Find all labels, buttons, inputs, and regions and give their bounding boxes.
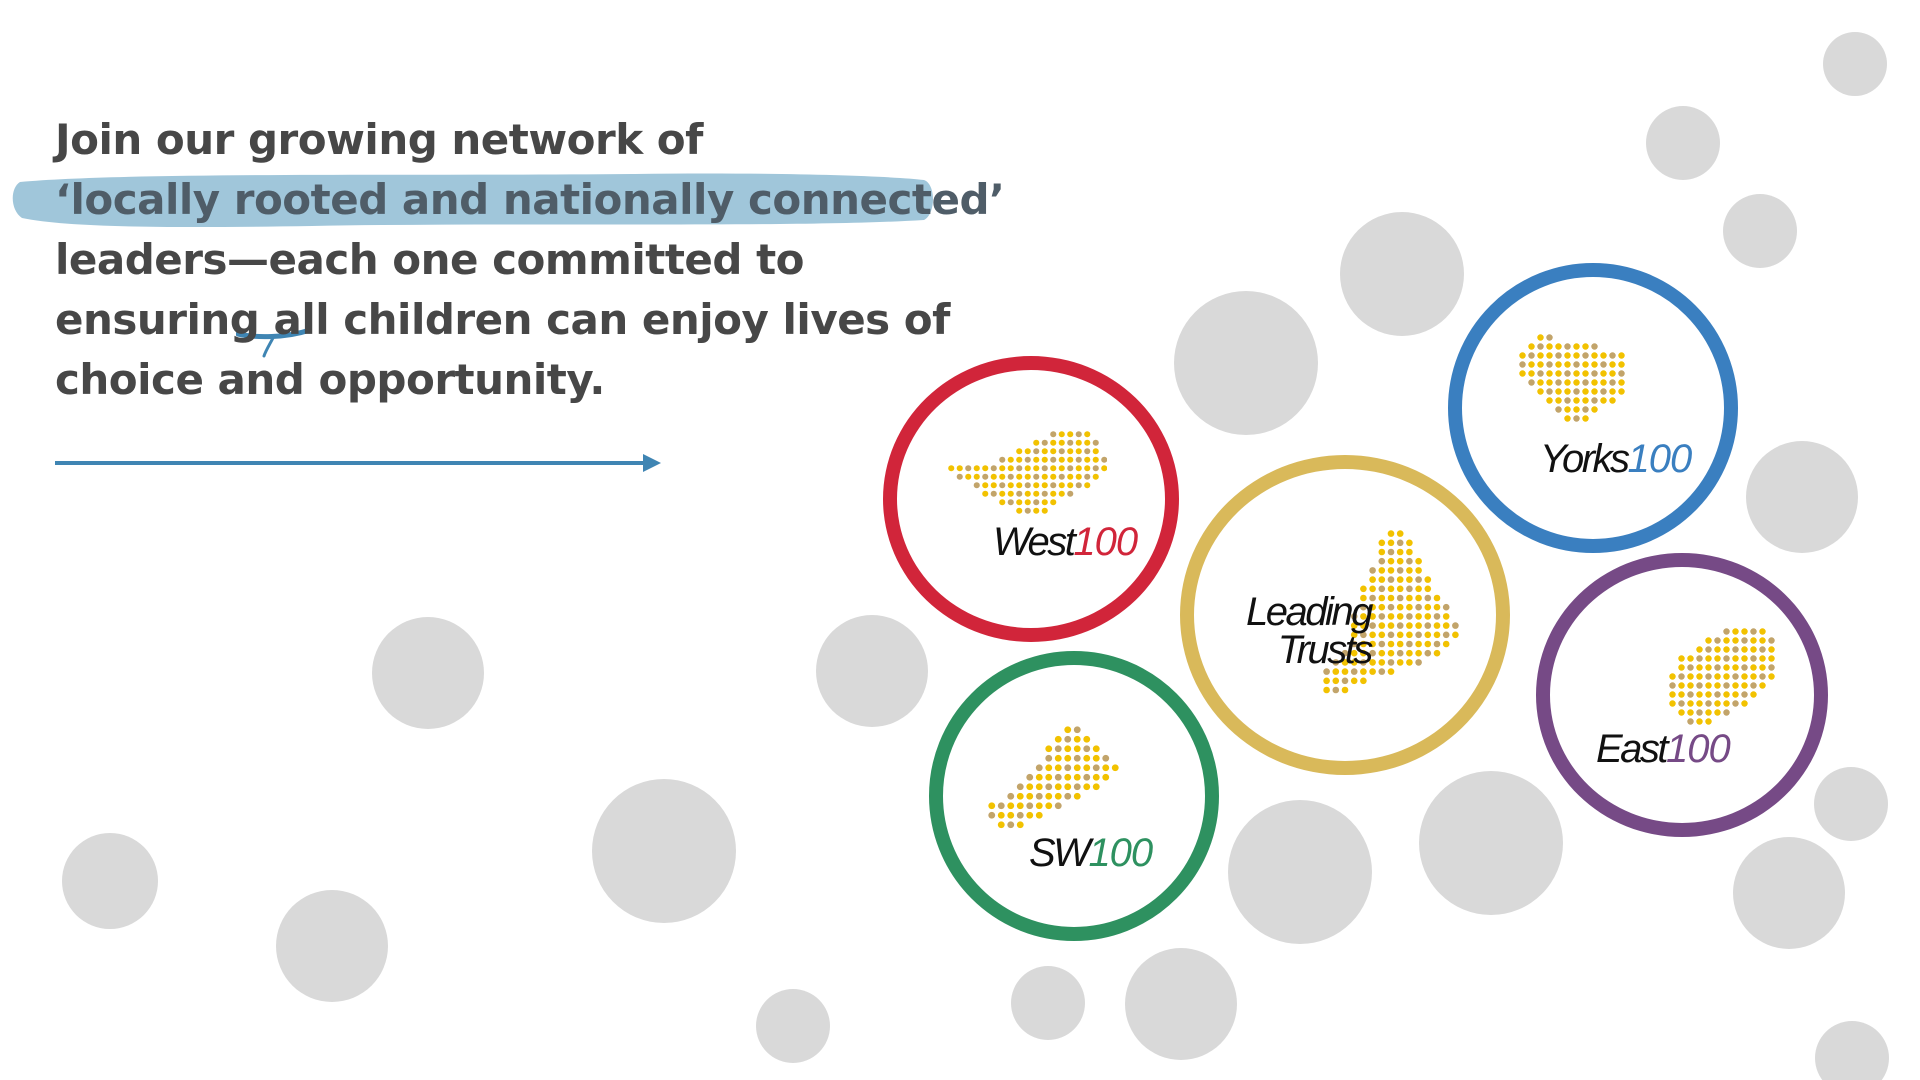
intro-line-4: ensuring all children can enjoy lives of (55, 290, 955, 350)
leading-trusts-line-1: Leading (1246, 590, 1373, 634)
bubble (1011, 966, 1085, 1040)
sw100-label: SW100 (1029, 831, 1153, 876)
leading-trusts-badge[interactable]: Leading Trusts (1180, 455, 1510, 775)
bubble (1723, 194, 1797, 268)
yorks100-name: Yorks (1540, 437, 1630, 481)
yorks-region-map-icon (1519, 334, 1625, 422)
bubble (1815, 1021, 1889, 1080)
sw100-badge[interactable]: SW100 (929, 651, 1219, 941)
south-west-region-map-icon (988, 726, 1119, 829)
bubble (62, 833, 158, 929)
bubble (1125, 948, 1237, 1060)
west-region-map-icon (948, 431, 1107, 514)
bubble (1646, 106, 1720, 180)
west100-badge[interactable]: West100 (883, 356, 1179, 642)
west100-label: West100 (993, 520, 1138, 565)
bubble (1174, 291, 1318, 435)
bubble (1228, 800, 1372, 944)
bubble (372, 617, 484, 729)
bubble (1419, 771, 1563, 915)
yorks100-badge[interactable]: Yorks100 (1448, 263, 1738, 553)
bubble (276, 890, 388, 1002)
intro-line-4-start: ensuring (55, 295, 274, 344)
sw100-number: 100 (1088, 831, 1153, 875)
east100-label: East100 (1596, 727, 1731, 772)
leading-trusts-label: Leading Trusts (1246, 590, 1374, 672)
bubble (1814, 767, 1888, 841)
intro-emphasis-all: all (273, 295, 330, 344)
bubble (1823, 32, 1887, 96)
west100-number: 100 (1073, 520, 1138, 564)
underline-brush-stroke (236, 327, 312, 358)
bubble (756, 989, 830, 1063)
bubble (592, 779, 736, 923)
intro-line-2-highlighted: ‘locally rooted and nationally connected… (55, 175, 1005, 224)
intro-line-3: leaders—each one committed to (55, 235, 805, 284)
east-region-map-icon (1669, 628, 1775, 725)
intro-paragraph: Join our growing network of ‘locally roo… (55, 110, 1005, 410)
bubble (1746, 441, 1858, 553)
highlight-brush-stroke (12, 173, 934, 228)
intro-line-4-end: children can enjoy lives of (329, 295, 950, 344)
bubble (1733, 837, 1845, 949)
east100-number: 100 (1666, 727, 1731, 771)
east100-badge[interactable]: East100 (1536, 553, 1828, 837)
bubble (816, 615, 928, 727)
intro-line-5: choice and opportunity. (55, 355, 605, 404)
west100-name: West (993, 520, 1076, 564)
bubble (1340, 212, 1464, 336)
intro-line-1: Join our growing network of (55, 115, 703, 164)
arrow-right-icon[interactable] (55, 450, 663, 476)
yorks100-label: Yorks100 (1540, 437, 1693, 482)
yorks100-number: 100 (1627, 437, 1693, 481)
leading-trusts-line-2: Trusts (1277, 628, 1374, 672)
england-map-icon (1323, 530, 1459, 694)
east100-name: East (1596, 727, 1669, 771)
sw100-name: SW (1029, 831, 1091, 875)
